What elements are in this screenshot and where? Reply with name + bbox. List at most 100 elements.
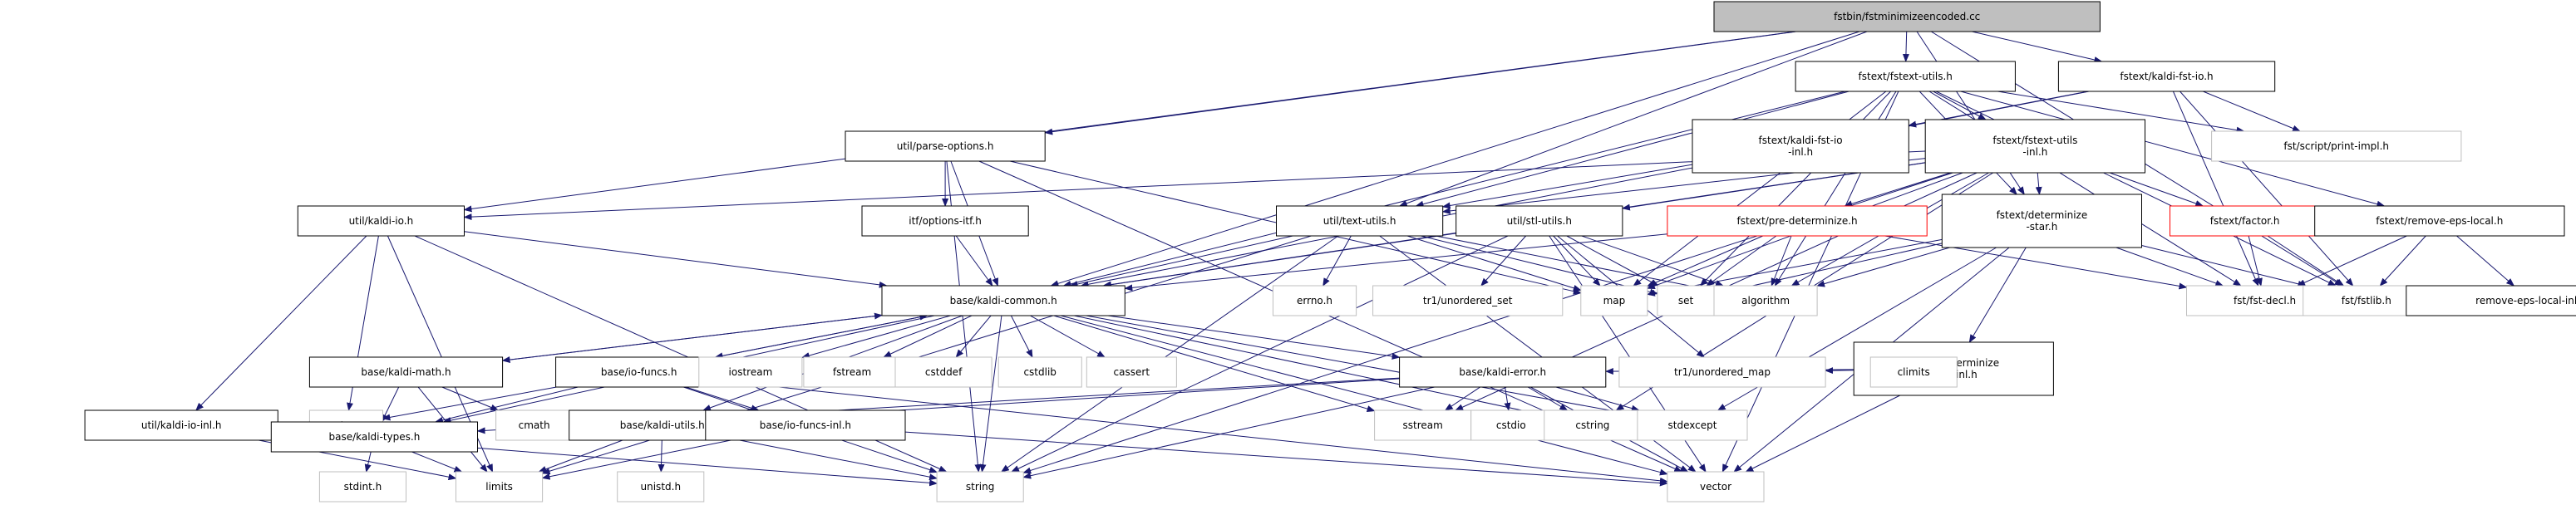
node-label: -inl.h (1788, 146, 1813, 158)
node-text-utils[interactable]: util/text-utils.h (1276, 205, 1444, 237)
node-kaldi-common[interactable]: base/kaldi-common.h (881, 285, 1125, 316)
node-label: stdint.h (344, 481, 382, 493)
node-factor: fstext/factor.h (2170, 205, 2321, 237)
node-remove-eps-local-inl[interactable]: remove-eps-local-inl.h (2406, 285, 2576, 316)
edge-io-funcs-inl-to-limits (541, 439, 731, 480)
node-climits: climits (1869, 356, 1958, 388)
edge-root-to-text-utils (1398, 31, 1868, 207)
node-label: vector (1700, 481, 1731, 493)
node-label: tr1/unordered_set (1423, 295, 1513, 306)
node-box (1455, 205, 1623, 237)
node-box (1692, 119, 1909, 174)
node-box (270, 421, 478, 453)
node-stl-utils[interactable]: util/stl-utils.h (1455, 205, 1623, 237)
node-fstext-utils[interactable]: fstext/fstext-utils.h (1795, 61, 2016, 92)
node-label: base/io-funcs-inl.h (760, 419, 851, 431)
node-box (1399, 356, 1607, 388)
node-options-itf[interactable]: itf/options-itf.h (861, 205, 1029, 237)
edge-kaldi-common-to-vector (1060, 315, 1668, 476)
node-box (1795, 61, 2016, 92)
node-kaldi-fst-io[interactable]: fstext/kaldi-fst-io.h (2057, 61, 2276, 92)
edge-kaldi-types-to-stdint (364, 451, 372, 473)
node-label: itf/options-itf.h (909, 215, 982, 227)
edge-kaldi-fst-io-to-kaldi-common (1080, 91, 2090, 288)
node-label: climits (1898, 366, 1930, 378)
node-io-funcs-inl[interactable]: base/io-funcs-inl.h (705, 409, 906, 441)
node-kaldi-types[interactable]: base/kaldi-types.h (270, 421, 478, 453)
edge-fstext-utils-inl-to-kaldi-io (463, 150, 1926, 221)
node-fstext-utils-inl[interactable]: fstext/fstext-utils-inl.h (1924, 119, 2145, 174)
edge-kaldi-common-to-cstring (1074, 315, 1545, 417)
edge-pre-determinize-to-map (1646, 235, 1763, 287)
edge-remove-eps-local-to-remove-eps-local-inl (2456, 235, 2515, 287)
node-box (861, 205, 1029, 237)
node-box (2406, 285, 2576, 316)
node-label: base/kaldi-common.h (950, 295, 1057, 306)
node-label: set (1678, 295, 1694, 306)
node-label: cmath (519, 419, 550, 431)
edge-factor-to-fst-decl (2248, 235, 2263, 287)
edge-options-itf-to-kaldi-common (955, 235, 993, 287)
edge-text-utils-to-map (1406, 235, 1582, 292)
edge-root-to-kaldi-io (463, 31, 1795, 213)
edge-kaldi-fst-io-to-fst-decl (2172, 91, 2259, 287)
node-label: base/kaldi-math.h (361, 366, 451, 378)
edge-io-funcs-to-kaldi-types (434, 386, 579, 424)
node-box (2057, 61, 2276, 92)
node-label: unistd.h (641, 481, 682, 493)
node-parse-options[interactable]: util/parse-options.h (845, 130, 1046, 162)
edge-kaldi-error-to-stdexcept (1555, 386, 1640, 412)
edge-io-funcs-to-cctype (382, 386, 557, 421)
edge-kaldi-utils-to-unistd (658, 439, 665, 473)
node-box (698, 356, 803, 388)
edge-kaldi-utils-to-limits (538, 439, 623, 473)
edge-determinize-star-to-algorithm (1816, 247, 1950, 287)
node-fstream: fstream (803, 356, 901, 388)
node-label: fstext/factor.h (2210, 215, 2280, 227)
node-box (1713, 285, 1818, 316)
node-kaldi-error[interactable]: base/kaldi-error.h (1399, 356, 1607, 388)
node-kaldi-math[interactable]: base/kaldi-math.h (308, 356, 504, 388)
edge-kaldi-error-to-cstdio (1504, 386, 1511, 411)
edge-fstext-utils-to-remove-eps-local (1960, 91, 2386, 208)
node-remove-eps-local[interactable]: fstext/remove-eps-local.h (2314, 205, 2565, 237)
edge-io-funcs-to-io-funcs-inl (685, 386, 760, 412)
node-limits: limits (456, 471, 544, 503)
edge-kaldi-common-to-string (979, 315, 1002, 473)
edge-stl-utils-to-algorithm (1581, 235, 1724, 287)
node-cmath: cmath (495, 409, 574, 441)
edge-stl-utils-to-string (1011, 235, 1509, 473)
node-determinize-star[interactable]: fstext/determinize-star.h (1941, 194, 2143, 248)
edge-io-funcs-to-vector (722, 380, 1668, 484)
edge-text-utils-to-string (1000, 235, 1339, 473)
node-kaldi-io[interactable]: util/kaldi-io.h (297, 205, 465, 237)
node-box (1374, 409, 1472, 441)
edge-stl-utils-to-map (1553, 235, 1601, 287)
node-iostream: iostream (698, 356, 803, 388)
node-box (555, 356, 723, 388)
node-box (997, 356, 1082, 388)
node-io-funcs[interactable]: base/io-funcs.h (555, 356, 723, 388)
node-kaldi-fst-io-inl[interactable]: fstext/kaldi-fst-io-inl.h (1692, 119, 1909, 174)
edge-determinize-star-to-map (1646, 238, 1943, 297)
edge-pre-determinize-to-set (1706, 235, 1777, 287)
node-box (308, 356, 504, 388)
node-box (456, 471, 544, 503)
node-algorithm: algorithm (1713, 285, 1818, 316)
edge-fstext-utils-inl-to-factor (2109, 172, 2204, 207)
edge-fstext-utils-inl-to-determinize-star (2035, 172, 2042, 195)
edge-kaldi-types-to-limits (411, 451, 463, 473)
node-box (1869, 356, 1958, 388)
node-kaldi-io-inl[interactable]: util/kaldi-io-inl.h (84, 409, 278, 441)
edge-kaldi-io-to-kaldi-common (464, 231, 888, 288)
node-box (845, 130, 1046, 162)
node-label: cstdlib (1023, 366, 1056, 378)
node-box (1941, 194, 2143, 248)
edge-io-funcs-to-kaldi-common (715, 313, 928, 358)
edge-pre-determinize-to-algorithm (1771, 235, 1792, 287)
node-sstream: sstream (1374, 409, 1472, 441)
node-map: map (1580, 285, 1648, 316)
edge-kaldi-common-to-cstdlib (1010, 315, 1033, 358)
node-cstdio: cstdio (1470, 409, 1552, 441)
node-label: remove-eps-local-inl.h (2475, 295, 2576, 306)
